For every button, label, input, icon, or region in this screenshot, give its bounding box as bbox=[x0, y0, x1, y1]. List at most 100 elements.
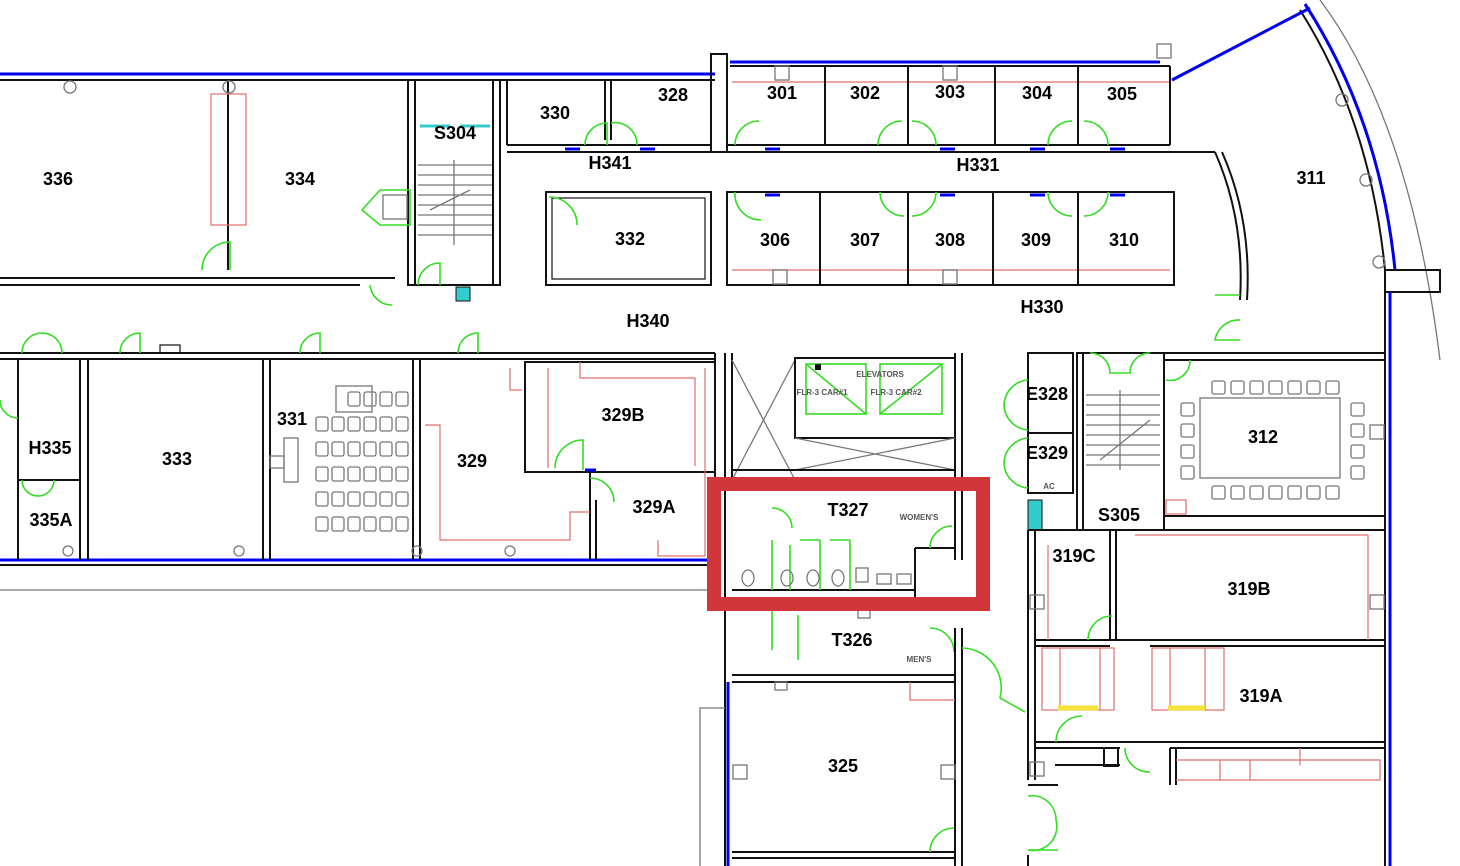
seat bbox=[363, 416, 377, 432]
conference-chair bbox=[1350, 465, 1365, 480]
car2-label: FLR-3 CAR#2 bbox=[870, 388, 922, 397]
conference-chair bbox=[1211, 485, 1226, 500]
label-305: 305 bbox=[1107, 84, 1137, 104]
label-311: 311 bbox=[1296, 168, 1325, 188]
conference-chair bbox=[1180, 465, 1195, 480]
label-325: 325 bbox=[828, 756, 858, 776]
seat bbox=[379, 516, 393, 532]
stair-s305-treads bbox=[1086, 390, 1160, 470]
conference-chair bbox=[1325, 485, 1340, 500]
seat bbox=[347, 416, 361, 432]
corridor-curve bbox=[1214, 151, 1249, 341]
ac-label: AC bbox=[1043, 482, 1055, 491]
label-334: 334 bbox=[285, 169, 315, 189]
conference-chair bbox=[1325, 380, 1340, 395]
highlight-t327 bbox=[707, 477, 990, 611]
label-e328: E328 bbox=[1026, 384, 1068, 404]
conference-chair bbox=[1306, 485, 1321, 500]
seat bbox=[395, 441, 409, 457]
label-s304: S304 bbox=[434, 123, 476, 143]
seat bbox=[315, 466, 329, 482]
seat bbox=[395, 391, 409, 407]
seat bbox=[331, 491, 345, 507]
label-h341: H341 bbox=[588, 153, 631, 173]
label-329b: 329B bbox=[601, 405, 644, 425]
label-330: 330 bbox=[540, 103, 570, 123]
conference-chair bbox=[1180, 423, 1195, 438]
label-308: 308 bbox=[935, 230, 965, 250]
label-t327: T327 bbox=[827, 500, 868, 520]
label-335a: 335A bbox=[29, 510, 72, 530]
north-exterior-wall bbox=[0, 53, 1170, 153]
conference-chair bbox=[1350, 444, 1365, 459]
seat bbox=[379, 441, 393, 457]
seat bbox=[315, 516, 329, 532]
label-h340: H340 bbox=[626, 311, 669, 331]
label-h331: H331 bbox=[956, 155, 999, 175]
rooms-306-310-332 bbox=[545, 191, 1175, 286]
room-331-seating bbox=[269, 385, 409, 532]
stair-s304-treads bbox=[418, 160, 492, 245]
seat bbox=[363, 491, 377, 507]
conference-chair bbox=[1306, 380, 1321, 395]
conference-chair bbox=[1268, 485, 1283, 500]
conference-chair bbox=[1350, 423, 1365, 438]
seat bbox=[315, 416, 329, 432]
label-s305: S305 bbox=[1098, 505, 1140, 525]
seat bbox=[363, 516, 377, 532]
restrooms bbox=[732, 507, 1026, 866]
seat bbox=[395, 491, 409, 507]
annotations: ELEVATORS FLR-3 CAR#1 FLR-3 CAR#2 WOMEN'… bbox=[796, 370, 1055, 664]
seat bbox=[395, 466, 409, 482]
label-332: 332 bbox=[615, 229, 645, 249]
conference-chair bbox=[1249, 380, 1264, 395]
label-329: 329 bbox=[457, 451, 487, 471]
label-319b: 319B bbox=[1227, 579, 1270, 599]
label-329a: 329A bbox=[632, 497, 675, 517]
label-333: 333 bbox=[162, 449, 192, 469]
conference-chair bbox=[1287, 485, 1302, 500]
seat bbox=[331, 441, 345, 457]
curved-east-facade bbox=[1171, 0, 1441, 866]
rooms-330-328 bbox=[499, 80, 711, 285]
seat bbox=[363, 466, 377, 482]
label-307: 307 bbox=[850, 230, 880, 250]
seat bbox=[331, 466, 345, 482]
label-319c: 319C bbox=[1052, 546, 1095, 566]
car1-label: FLR-3 CAR#1 bbox=[796, 388, 848, 397]
conference-chair bbox=[1249, 485, 1264, 500]
label-310: 310 bbox=[1109, 230, 1139, 250]
label-336: 336 bbox=[43, 169, 73, 189]
rooms-301-305 bbox=[727, 43, 1215, 153]
womens-label: WOMEN'S bbox=[900, 513, 939, 522]
west-north-rooms bbox=[0, 79, 501, 306]
conference-chair bbox=[1180, 402, 1195, 417]
south-west-rooms bbox=[0, 332, 716, 591]
seat bbox=[379, 466, 393, 482]
elevators-label: ELEVATORS bbox=[856, 370, 904, 379]
seat bbox=[347, 466, 361, 482]
seat bbox=[315, 491, 329, 507]
seat bbox=[363, 391, 377, 407]
conference-chair bbox=[1287, 380, 1302, 395]
conference-chair bbox=[1230, 485, 1245, 500]
label-t326: T326 bbox=[831, 630, 872, 650]
rooms-319 bbox=[1027, 529, 1385, 866]
rooms-329 bbox=[425, 361, 716, 560]
seat bbox=[379, 391, 393, 407]
seat bbox=[331, 516, 345, 532]
label-319a: 319A bbox=[1239, 686, 1282, 706]
conference-chair bbox=[1350, 402, 1365, 417]
label-328: 328 bbox=[658, 85, 688, 105]
label-306: 306 bbox=[760, 230, 790, 250]
room-312 bbox=[1164, 352, 1385, 517]
seat bbox=[347, 516, 361, 532]
room-labels: 336 334 S304 330 328 H341 301 302 303 30… bbox=[28, 82, 1325, 776]
seat bbox=[315, 441, 329, 457]
label-h335: H335 bbox=[28, 438, 71, 458]
label-312: 312 bbox=[1248, 427, 1278, 447]
east-core bbox=[1003, 352, 1187, 531]
room-325 bbox=[699, 681, 956, 866]
label-e329: E329 bbox=[1026, 443, 1068, 463]
